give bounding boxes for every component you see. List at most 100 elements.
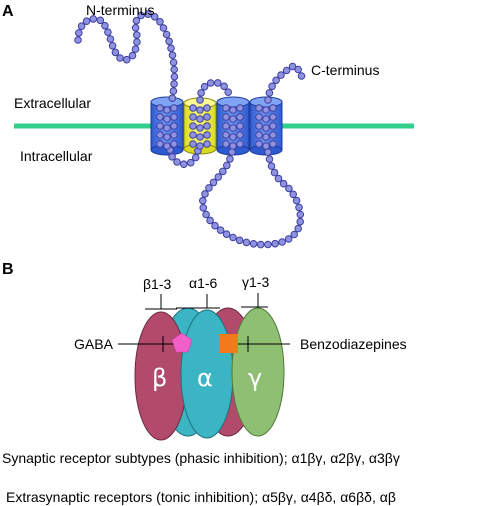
amino-acid-bead — [133, 38, 141, 46]
amino-acid-bead — [131, 45, 140, 53]
amino-acid-bead — [170, 131, 178, 139]
amino-acid-bead — [116, 54, 124, 62]
amino-acid-bead — [132, 16, 141, 25]
amino-acid-bead — [203, 113, 211, 121]
amino-acid-bead — [269, 104, 277, 112]
amino-acid-bead — [196, 133, 204, 141]
amino-acid-bead — [203, 140, 211, 148]
amino-acid-bead — [199, 196, 207, 205]
panel-a-label: A — [2, 3, 14, 20]
amino-acid-bead — [255, 140, 263, 148]
amino-acid-bead — [150, 12, 159, 21]
amino-acid-bead — [289, 190, 298, 199]
amino-acid-bead — [170, 104, 178, 112]
amino-acid-bead — [156, 18, 164, 26]
amino-acid-bead — [200, 82, 209, 91]
amino-acid-bead — [262, 142, 270, 150]
beta-symbol: β — [152, 364, 168, 392]
amino-acid-bead — [290, 230, 299, 239]
amino-acid-bead — [111, 48, 120, 57]
amino-acid-bead — [159, 24, 168, 32]
amino-acid-bead — [269, 113, 277, 121]
amino-acid-bead — [170, 122, 178, 130]
amino-acid-bead — [264, 96, 272, 104]
amino-acid-bead — [236, 131, 244, 139]
amino-acid-bead — [294, 65, 303, 74]
amino-acid-bead — [271, 239, 279, 248]
amino-acid-bead — [229, 124, 237, 132]
amino-acid-bead — [169, 58, 178, 67]
amino-acid-bead — [144, 10, 152, 18]
amino-acid-bead — [229, 115, 237, 123]
amino-acid-bead — [131, 24, 140, 32]
amino-acid-bead — [163, 142, 171, 150]
amino-acid-bead — [168, 94, 177, 102]
amino-acid-bead — [282, 66, 291, 75]
amino-acid-bead — [294, 224, 303, 233]
amino-acid-bead — [196, 96, 204, 104]
beta-subtype-label: β1-3 — [143, 276, 172, 292]
amino-acid-bead — [189, 122, 197, 130]
amino-acid-bead — [163, 115, 171, 123]
amino-acid-bead — [170, 72, 179, 81]
amino-acid-bead — [262, 133, 270, 141]
amino-acid-bead — [211, 221, 219, 230]
amino-acid-bead — [96, 16, 105, 25]
amino-acid-bead — [196, 142, 204, 150]
amino-acid-bead — [156, 131, 164, 139]
amino-acid-bead — [285, 184, 293, 193]
amino-acid-bead — [196, 124, 204, 132]
amino-acid-bead — [163, 124, 171, 132]
amino-acid-chain — [74, 10, 306, 249]
amino-acid-bead — [206, 79, 215, 87]
amino-acid-bead — [229, 142, 237, 150]
amino-acid-bead — [236, 104, 244, 112]
amino-acid-bead — [255, 122, 263, 130]
amino-acid-bead — [189, 113, 197, 121]
panel-b — [118, 293, 290, 441]
amino-acid-bead — [236, 122, 244, 130]
amino-acid-bead — [262, 115, 270, 123]
amino-acid-bead — [203, 122, 211, 130]
amino-acid-bead — [162, 30, 171, 39]
amino-acid-bead — [284, 235, 293, 243]
amino-acid-bead — [170, 65, 178, 74]
amino-acid-bead — [104, 28, 112, 37]
amino-acid-bead — [226, 155, 234, 163]
amino-acid-bead — [296, 210, 305, 219]
amino-acid-bead — [203, 104, 211, 112]
amino-acid-bead — [165, 37, 173, 46]
amino-acid-bead — [168, 153, 176, 161]
amino-acid-bead — [224, 88, 232, 96]
amino-acid-bead — [229, 106, 237, 114]
benzo-binding-site-marker — [219, 334, 238, 353]
amino-acid-bead — [269, 140, 277, 148]
alpha-subtype-label: α1-6 — [189, 275, 218, 291]
amino-acid-bead — [202, 210, 210, 219]
amino-acid-bead — [265, 89, 274, 97]
gamma-subunit — [231, 307, 285, 437]
amino-acid-bead — [268, 82, 276, 91]
c-terminus-label: C-terminus — [311, 62, 380, 78]
amino-acid-bead — [205, 184, 213, 192]
amino-acid-bead — [201, 190, 209, 198]
amino-acid-bead — [189, 140, 197, 148]
amino-acid-bead — [122, 55, 131, 64]
amino-acid-bead — [106, 35, 115, 43]
amino-acid-bead — [255, 113, 263, 121]
amino-acid-bead — [170, 113, 178, 121]
alpha-symbol: α — [197, 364, 213, 392]
amino-acid-bead — [277, 71, 285, 79]
amino-acid-bead — [229, 233, 237, 242]
amino-acid-bead — [163, 133, 171, 141]
amino-acid-bead — [220, 82, 228, 91]
amino-acid-bead — [196, 106, 204, 114]
amino-acid-bead — [222, 230, 231, 238]
panel-a — [14, 10, 414, 249]
gaba-label: GABA — [74, 336, 113, 352]
amino-acid-bead — [197, 89, 205, 97]
amino-acid-bead — [279, 179, 288, 188]
amino-acid-bead — [262, 106, 270, 114]
amino-acid-bead — [267, 162, 276, 170]
amino-acid-bead — [89, 15, 98, 23]
